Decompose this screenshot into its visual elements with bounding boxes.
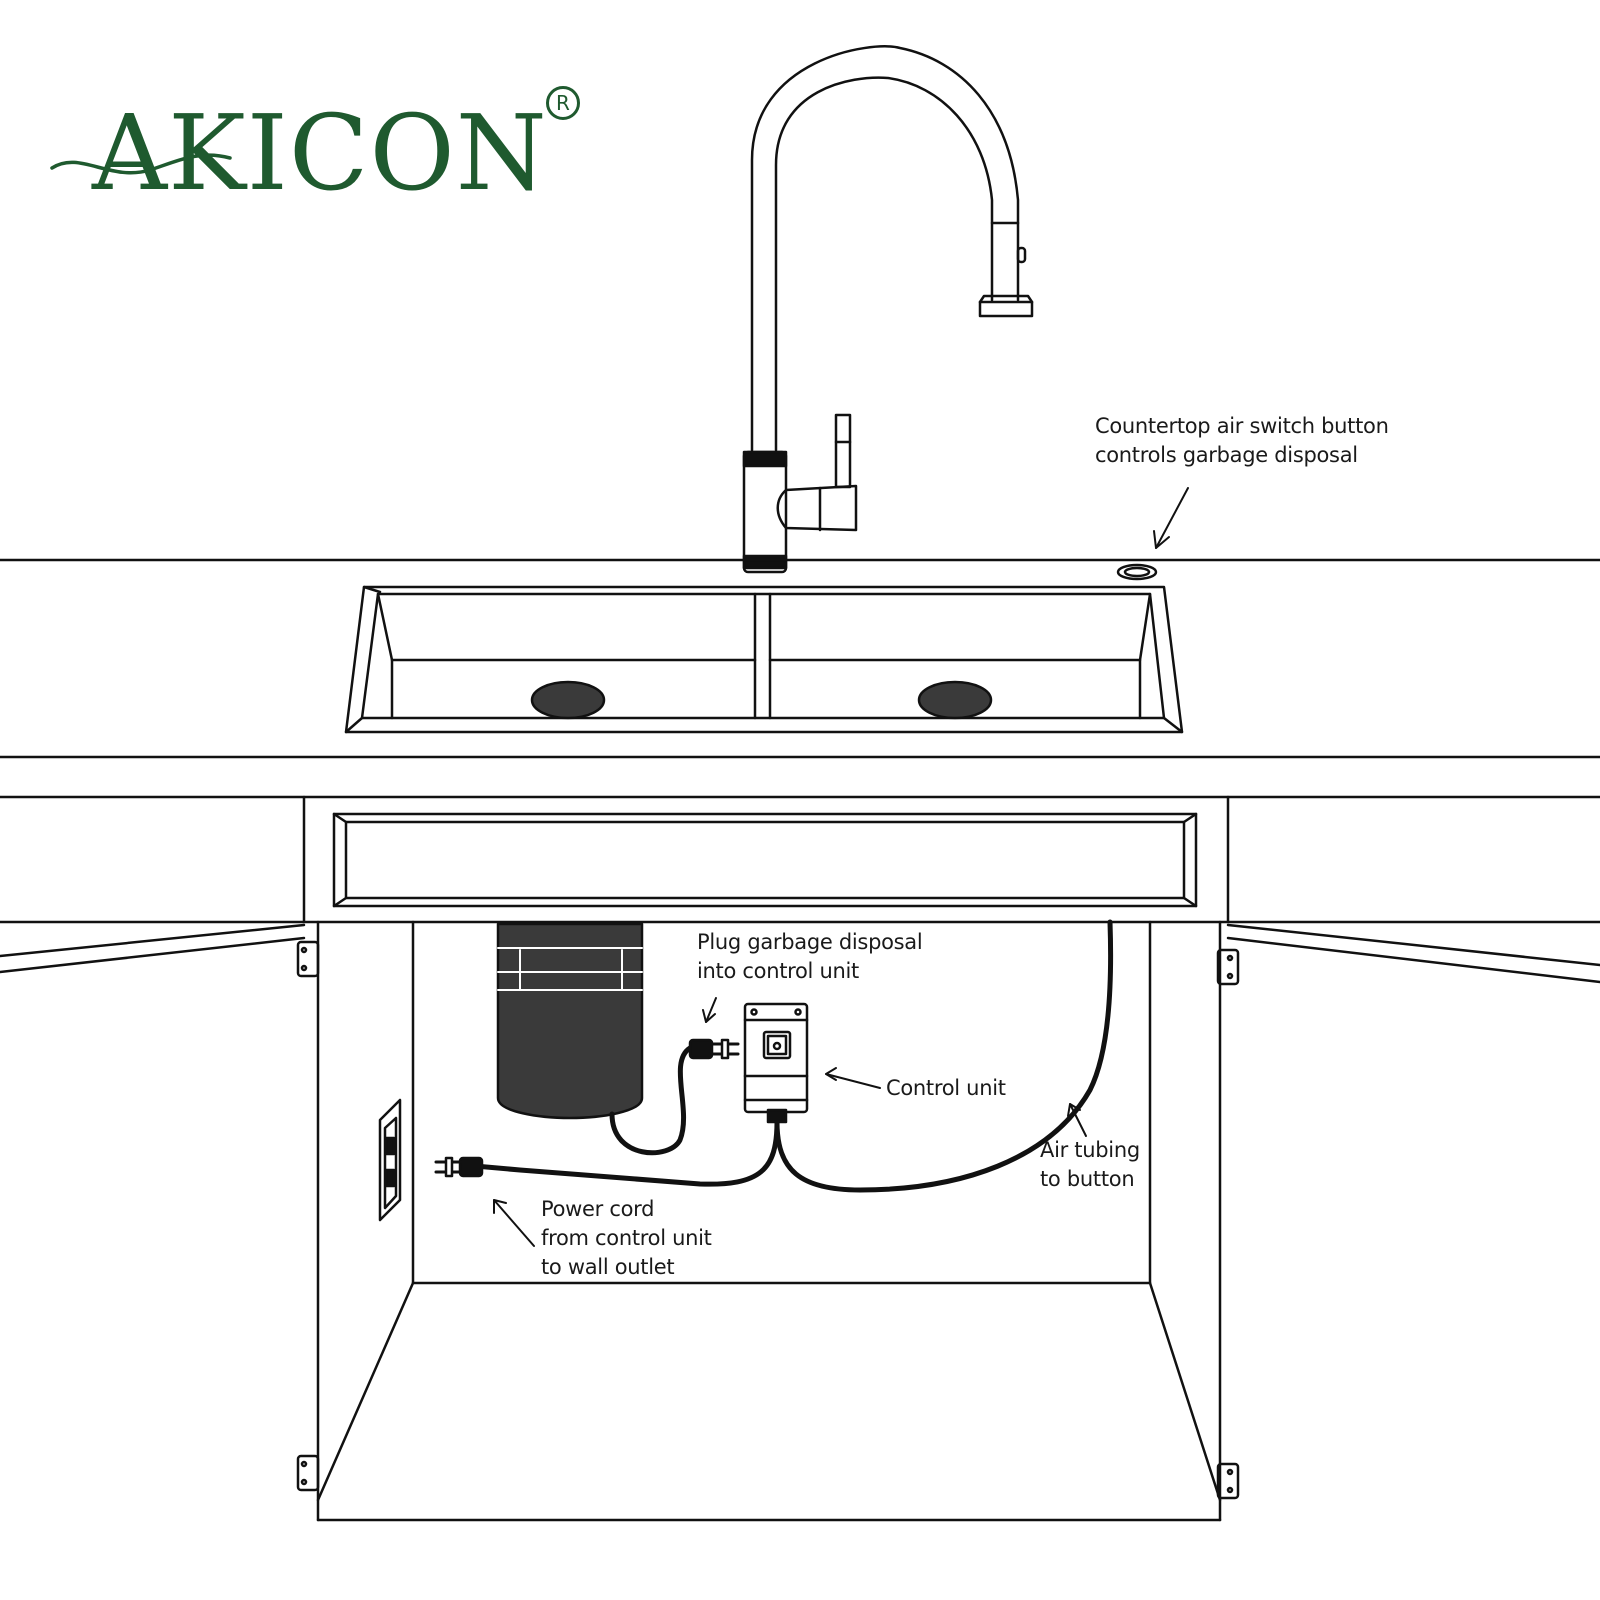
disposal-cord: [609, 1038, 740, 1156]
wall-outlet: [378, 1098, 402, 1222]
power-cord: [434, 1119, 780, 1187]
cabinet-interior: [316, 920, 1222, 1522]
air-tubing: [774, 919, 1114, 1193]
faucet: [742, 45, 1034, 574]
label-air-tubing: Air tubing to button: [1040, 1138, 1140, 1191]
label-control-unit: Control unit: [886, 1076, 1006, 1100]
callout-arrows: [493, 487, 1189, 1247]
garbage-disposal: [496, 922, 644, 1120]
door-hinges: [296, 940, 1240, 1500]
countertop: [0, 558, 1600, 759]
label-countertop-button: Countertop air switch button controls ga…: [1095, 414, 1389, 467]
control-unit: [743, 1002, 809, 1124]
cabinet-face: [0, 795, 1600, 924]
double-sink: [344, 585, 1184, 734]
registered-mark: R: [546, 86, 580, 120]
label-plug-disposal: Plug garbage disposal into control unit: [697, 930, 923, 983]
brand-logo: AKICON: [92, 92, 548, 214]
logo-swoosh: [50, 153, 232, 175]
label-power-cord: Power cord from control unit to wall out…: [541, 1197, 712, 1279]
cabinet-doors: [0, 923, 1600, 984]
